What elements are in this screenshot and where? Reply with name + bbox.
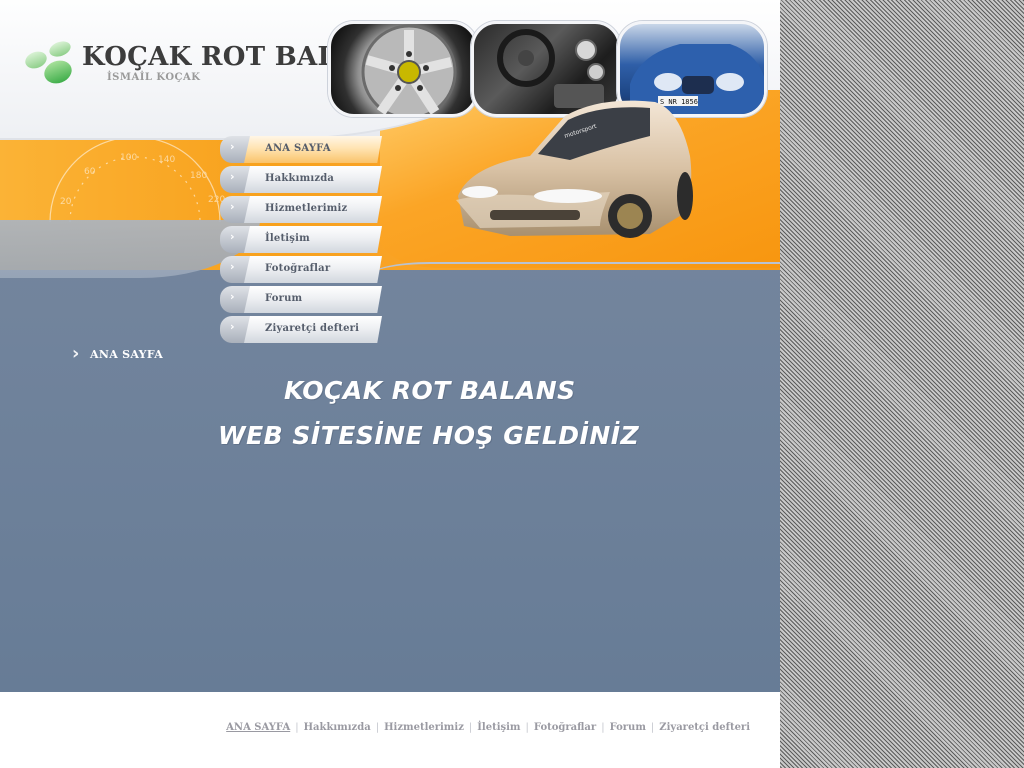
nav-item-label: Fotoğraflar xyxy=(265,263,331,274)
chevron-right-icon: › xyxy=(230,170,235,183)
separator: | xyxy=(295,722,299,733)
nav-item-label: Ziyaretçi defteri xyxy=(265,323,360,334)
car-dashboard-photo xyxy=(471,21,621,117)
nav-item-label: Hizmetlerimiz xyxy=(265,203,348,214)
nav-item-hizmetlerimiz[interactable]: › Hizmetlerimiz xyxy=(220,194,382,224)
nav-item-hakkimizda[interactable]: › Hakkımızda xyxy=(220,164,382,194)
separator: | xyxy=(468,722,473,733)
svg-text:220: 220 xyxy=(208,195,225,205)
footer: ANA SAYFA | Hakkımızda | Hizmetlerimiz | İleti… xyxy=(0,692,780,768)
page-container: 20 60 100 140 180 220 KOÇAK ROT BALANS İSMAİ… xyxy=(0,0,780,768)
chevron-right-icon: › xyxy=(230,230,235,243)
footer-link-forum[interactable]: Forum xyxy=(609,722,646,733)
separator: | xyxy=(650,722,655,733)
svg-text:140: 140 xyxy=(158,155,175,165)
svg-text:S NR 1856: S NR 1856 xyxy=(660,98,698,106)
nav-item-ziyaretci-defteri[interactable]: › Ziyaretçi defteri xyxy=(220,314,382,344)
separator: | xyxy=(375,722,380,733)
footer-nav: ANA SAYFA | Hakkımızda | Hizmetlerimiz | İleti… xyxy=(226,722,750,733)
chevron-right-icon: › xyxy=(230,290,235,303)
nav-item-label: Forum xyxy=(265,293,303,304)
welcome-subheading: WEB SİTESİNE HOŞ GELDİNİZ xyxy=(218,421,640,450)
nav-item-fotograflar[interactable]: › Fotoğraflar xyxy=(220,254,382,284)
nav-item-ana-sayfa[interactable]: › ANA SAYFA xyxy=(220,134,382,164)
speedometer-gauge-decoration: 20 60 100 140 180 220 xyxy=(49,138,225,222)
footer-link-iletisim[interactable]: İletişim xyxy=(477,722,521,733)
nav-item-label: Hakkımızda xyxy=(265,173,335,184)
logo-icon xyxy=(25,41,72,84)
nav-item-iletisim[interactable]: › İletişim xyxy=(220,224,382,254)
main-nav: › ANA SAYFA › Hakkımızda › Hizmetlerimiz… xyxy=(220,134,384,344)
chevron-right-icon: › xyxy=(72,343,80,364)
nav-item-label: İletişim xyxy=(265,233,310,244)
chevron-right-icon: › xyxy=(230,200,235,213)
breadcrumb-label: ANA SAYFA xyxy=(90,348,164,361)
svg-text:20: 20 xyxy=(60,197,72,207)
chevron-right-icon: › xyxy=(230,140,235,153)
sports-car-image: motorsport xyxy=(456,100,693,238)
svg-text:60: 60 xyxy=(84,167,96,177)
svg-text:180: 180 xyxy=(190,171,207,181)
footer-link-ana-sayfa[interactable]: ANA SAYFA xyxy=(226,722,291,733)
chevron-right-icon: › xyxy=(230,260,235,273)
site-subtitle: İSMAİL KOÇAK xyxy=(107,72,201,83)
footer-link-hakkimizda[interactable]: Hakkımızda xyxy=(303,722,371,733)
footer-link-ziyaretci-defteri[interactable]: Ziyaretçi defteri xyxy=(659,722,750,733)
footer-link-fotograflar[interactable]: Fotoğraflar xyxy=(533,722,597,733)
svg-text:100: 100 xyxy=(120,153,137,163)
nav-item-label: ANA SAYFA xyxy=(265,143,331,154)
welcome-heading: KOÇAK ROT BALANS xyxy=(284,376,576,405)
footer-link-hizmetlerimiz[interactable]: Hizmetlerimiz xyxy=(384,722,464,733)
chevron-right-icon: › xyxy=(230,320,235,333)
wheel-rim-photo xyxy=(328,21,478,117)
nav-item-forum[interactable]: › Forum xyxy=(220,284,382,314)
separator: | xyxy=(601,722,605,733)
divider-arc xyxy=(370,262,780,276)
separator: | xyxy=(525,722,529,733)
